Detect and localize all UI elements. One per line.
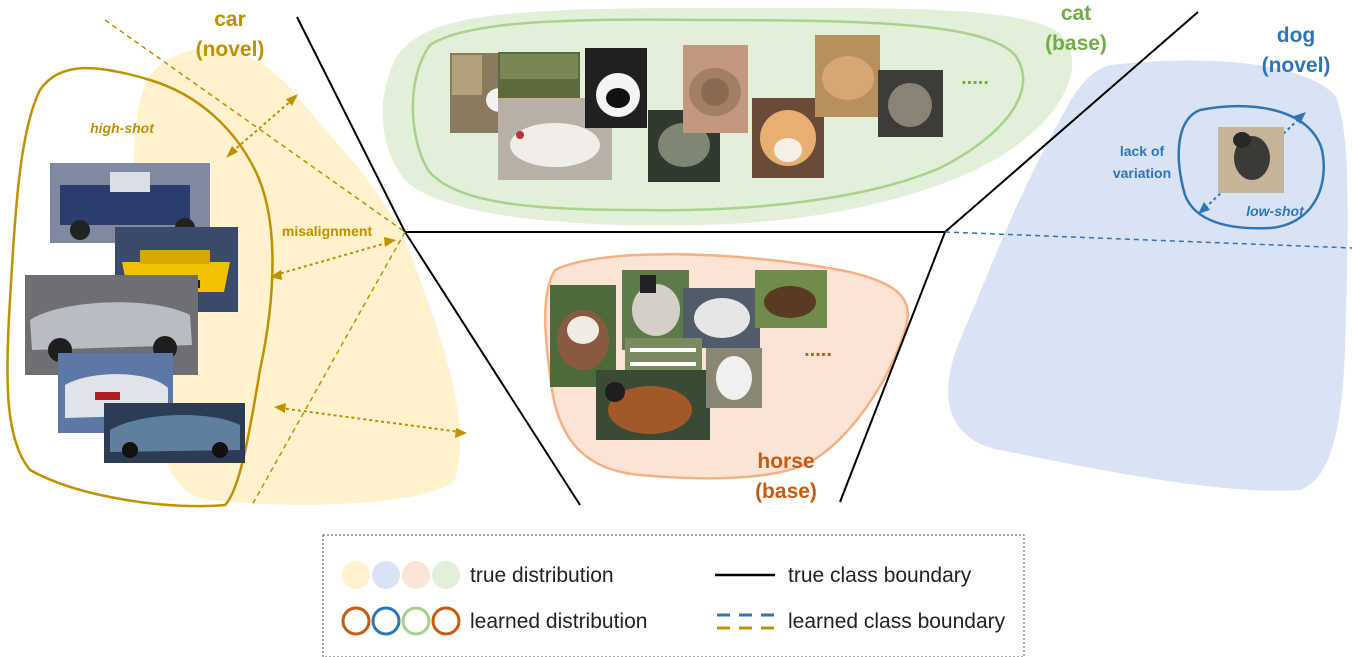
true-boundary-car-cat — [296, 16, 406, 233]
car-class-label: car — [214, 8, 246, 31]
cat-photo-icon — [878, 70, 943, 137]
legend: true distribution learned distribution t… — [322, 534, 1025, 657]
horse-photo-icon — [755, 270, 827, 328]
low-shot-label: low-shot — [1246, 203, 1305, 219]
cat-class-label: cat — [1061, 2, 1091, 25]
cat-more-ellipsis: ..... — [961, 67, 989, 89]
dog-photo-icon — [1218, 127, 1284, 193]
true-boundary-cat-dog — [944, 11, 1199, 233]
legend-learned-distribution: learned distribution — [470, 610, 647, 633]
horse-class-label: horse — [757, 450, 814, 473]
cat-learned-distribution — [411, 18, 1025, 212]
dog-learned-distribution — [1177, 104, 1325, 230]
car-photo-icon — [104, 403, 245, 463]
legend-true-class-boundary: true class boundary — [788, 564, 972, 587]
horse-photo-icon — [622, 270, 689, 350]
arrow-head — [1198, 202, 1210, 214]
cat-photo-icon — [683, 45, 748, 133]
learned-boundary-dog — [944, 231, 1353, 249]
true-boundary-horse-dog — [839, 231, 946, 503]
cat-photo-icon — [815, 35, 880, 117]
learned-distribution-swatches — [341, 606, 461, 636]
dog-class-label: dog — [1277, 24, 1315, 47]
car-learned-distribution — [6, 66, 274, 508]
lack-of-variation-label-2: variation — [1113, 165, 1171, 181]
misalignment-arrows — [231, 99, 461, 433]
horse-photo-icon — [683, 288, 760, 348]
legend-frame — [322, 534, 1025, 657]
legend-true-distribution: true distribution — [470, 564, 614, 587]
high-shot-label: high-shot — [90, 120, 155, 136]
horse-photo-icon — [596, 370, 710, 440]
learned-boundary-car-lower — [251, 231, 406, 506]
learned-boundary-car-upper — [104, 19, 406, 233]
lack-of-variation-arrow — [1204, 117, 1301, 209]
car-true-distribution — [133, 48, 461, 505]
horse-class-type: (base) — [755, 480, 817, 503]
cat-class-type: (base) — [1045, 32, 1107, 55]
cat-photo-icon — [752, 98, 824, 178]
lack-of-variation-label-1: lack of — [1120, 143, 1165, 159]
arrow-heads — [226, 94, 467, 438]
true-boundary-car-horse — [404, 231, 581, 506]
true-distribution-swatches — [342, 561, 460, 589]
misalignment-label: misalignment — [282, 223, 373, 239]
cat-photo-icon — [585, 48, 647, 128]
horse-more-ellipsis: ..... — [804, 339, 832, 361]
arrow-head — [1294, 112, 1306, 124]
dog-class-type: (novel) — [1262, 54, 1331, 77]
learned-boundary-swatch — [717, 613, 774, 630]
horse-photo-icon — [706, 348, 762, 408]
car-class-type: (novel) — [196, 38, 265, 61]
legend-learned-class-boundary: learned class boundary — [788, 610, 1006, 633]
